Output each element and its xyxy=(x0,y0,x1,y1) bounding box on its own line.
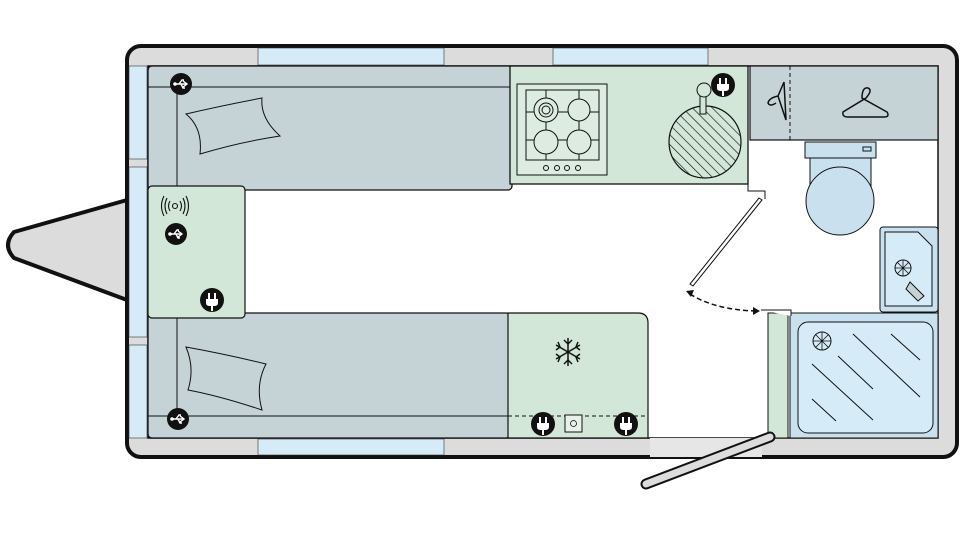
front-chest xyxy=(147,185,246,319)
window-bottom xyxy=(257,438,445,456)
pillow xyxy=(185,346,267,411)
window-front-1 xyxy=(128,65,148,160)
wifi-icon xyxy=(160,195,190,217)
usb-icon xyxy=(164,222,188,246)
wash-basin xyxy=(879,226,939,313)
a-frame-hitch xyxy=(6,198,129,302)
shower xyxy=(789,312,939,439)
toilet xyxy=(804,141,877,236)
window-front-3 xyxy=(128,344,148,439)
hob xyxy=(516,83,608,176)
bathroom-door[interactable] xyxy=(689,197,763,287)
hanger-icon xyxy=(842,87,889,118)
window-top-right xyxy=(552,47,709,66)
pillow xyxy=(184,97,282,155)
fridge-snowflake-icon xyxy=(555,338,581,366)
usb-icon xyxy=(166,407,190,431)
sink xyxy=(668,82,742,179)
bed-bottom xyxy=(147,312,511,439)
tv-socket-icon xyxy=(564,414,583,433)
windows xyxy=(128,47,709,456)
plug-socket-icon xyxy=(614,412,638,436)
hanger-icon xyxy=(767,81,787,121)
door-frame xyxy=(761,309,792,316)
tap-icon xyxy=(696,82,712,98)
door-frame xyxy=(747,184,766,199)
window-top-left xyxy=(257,47,445,66)
window-front-2 xyxy=(128,166,148,338)
kitchen-counter xyxy=(509,65,749,185)
fridge-unit xyxy=(507,312,649,439)
plug-socket-icon xyxy=(200,288,224,312)
usb-icon xyxy=(169,72,193,96)
wardrobe xyxy=(749,65,939,141)
bed-top xyxy=(147,65,513,191)
plug-socket-icon xyxy=(711,73,735,97)
partition-wall xyxy=(767,312,789,439)
plug-socket-icon xyxy=(531,412,555,436)
